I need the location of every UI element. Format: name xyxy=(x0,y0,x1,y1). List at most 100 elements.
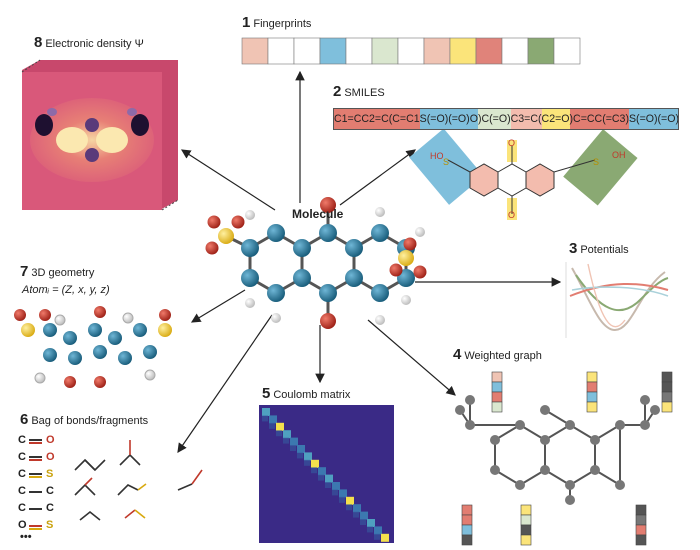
coulomb-cell xyxy=(318,474,324,481)
carbon-atom xyxy=(371,224,389,242)
hydrogen-atom xyxy=(375,315,385,325)
weighted-graph xyxy=(455,371,673,546)
coulomb-cell xyxy=(353,511,359,518)
smiles-segment: )C=CC(=C3) xyxy=(569,109,629,129)
oxygen-atom xyxy=(413,265,427,279)
hydrogen-atom xyxy=(245,298,255,308)
graph-weight-cell xyxy=(461,504,473,516)
fingerprint-cell xyxy=(371,37,399,65)
bag-row-left: C xyxy=(18,434,26,446)
graph-weight-cell xyxy=(520,514,532,526)
smiles-segment: C1=CC2=C(C=C1 xyxy=(334,109,420,129)
coulomb-cell xyxy=(262,415,268,422)
fingerprint-cell xyxy=(241,37,269,65)
graph-weight-cell xyxy=(661,401,673,413)
geometry-atom xyxy=(63,331,77,345)
fingerprint-cell xyxy=(501,37,529,65)
graph-weight-cell xyxy=(491,381,503,393)
graph-node xyxy=(615,420,625,430)
graph-weight-cell xyxy=(661,391,673,403)
fingerprint-cell xyxy=(397,37,425,65)
bag-row-right: O xyxy=(46,451,55,463)
smiles-segment: )C(=O) xyxy=(477,109,511,129)
geometry-atom xyxy=(43,323,57,337)
smiles-segment: S(=O)(=O)O xyxy=(419,109,478,129)
geometry-atom xyxy=(21,323,35,337)
geometry-atom xyxy=(93,345,107,359)
smiles-ho: HO xyxy=(430,151,444,161)
graph-node xyxy=(640,395,650,405)
central-molecule xyxy=(205,197,427,329)
smiles-segment: S(=O)(=O)O xyxy=(628,109,678,129)
coulomb-cell xyxy=(297,452,303,459)
oxygen-atom xyxy=(205,241,219,255)
sulfur-atom xyxy=(398,250,414,266)
smiles-o-top: O xyxy=(508,138,515,148)
carbon-atom xyxy=(293,239,311,257)
graph-node xyxy=(515,420,525,430)
smiles-s-right: S xyxy=(593,157,599,167)
geometry-atom xyxy=(88,323,102,337)
carbon-atom xyxy=(267,224,285,242)
bag-row-left: C xyxy=(18,451,26,463)
coulomb-cell xyxy=(290,445,296,451)
coulomb-cell xyxy=(346,496,354,505)
coulomb-cell xyxy=(311,459,319,468)
graph-weight-cell xyxy=(491,371,503,383)
bag-row-right: O xyxy=(46,434,55,446)
hydrogen-atom xyxy=(415,227,425,237)
coulomb-cell xyxy=(276,422,284,431)
molecule-title: Molecule xyxy=(292,207,344,221)
coulomb-cell xyxy=(290,437,298,446)
coulomb-cell xyxy=(339,489,347,498)
geometry-atom xyxy=(94,306,106,318)
graph-node xyxy=(465,395,475,405)
carbon-atom xyxy=(241,239,259,257)
graph-node xyxy=(590,465,600,475)
bag-row-left: C xyxy=(18,485,26,497)
coulomb-cell xyxy=(360,519,366,525)
fingerprint-cell xyxy=(319,37,347,65)
graph-weight-cell xyxy=(586,391,598,403)
carbon-atom xyxy=(293,269,311,287)
density-map xyxy=(21,59,179,211)
graph-node xyxy=(540,405,550,415)
carbon-atom xyxy=(319,224,337,242)
coulomb-cell xyxy=(381,533,389,542)
geometry-atom xyxy=(159,309,171,321)
geometry-atom xyxy=(34,372,46,384)
graph-weight-cell xyxy=(586,401,598,413)
graph-weight-cell xyxy=(461,524,473,536)
bag-row-right: S xyxy=(46,468,54,480)
bag-row-left: C xyxy=(18,468,26,480)
carbon-atom xyxy=(345,269,363,287)
graph-weight-cell xyxy=(461,534,473,546)
coulomb-cell xyxy=(297,445,305,453)
carbon-atom xyxy=(397,269,415,287)
geometry-atom xyxy=(14,309,26,321)
geometry-atom xyxy=(122,312,134,324)
oxygen-atom xyxy=(320,197,336,213)
oxygen-atom xyxy=(207,215,221,229)
hydrogen-atom xyxy=(401,295,411,305)
potentials-curves xyxy=(565,262,669,338)
coulomb-matrix xyxy=(259,405,394,543)
fingerprint-cell xyxy=(527,37,555,65)
oxygen-atom xyxy=(320,313,336,329)
coulomb-cell xyxy=(304,452,312,461)
bag-bond-lines xyxy=(29,439,42,530)
oxygen-atom xyxy=(231,215,245,229)
hydrogen-atom xyxy=(375,207,385,217)
coulomb-cell xyxy=(269,422,275,429)
coulomb-cell xyxy=(325,482,331,488)
graph-node xyxy=(465,420,475,430)
graph-node xyxy=(565,420,575,430)
graph-weight-cell xyxy=(520,534,532,546)
geometry-atom xyxy=(94,376,106,388)
